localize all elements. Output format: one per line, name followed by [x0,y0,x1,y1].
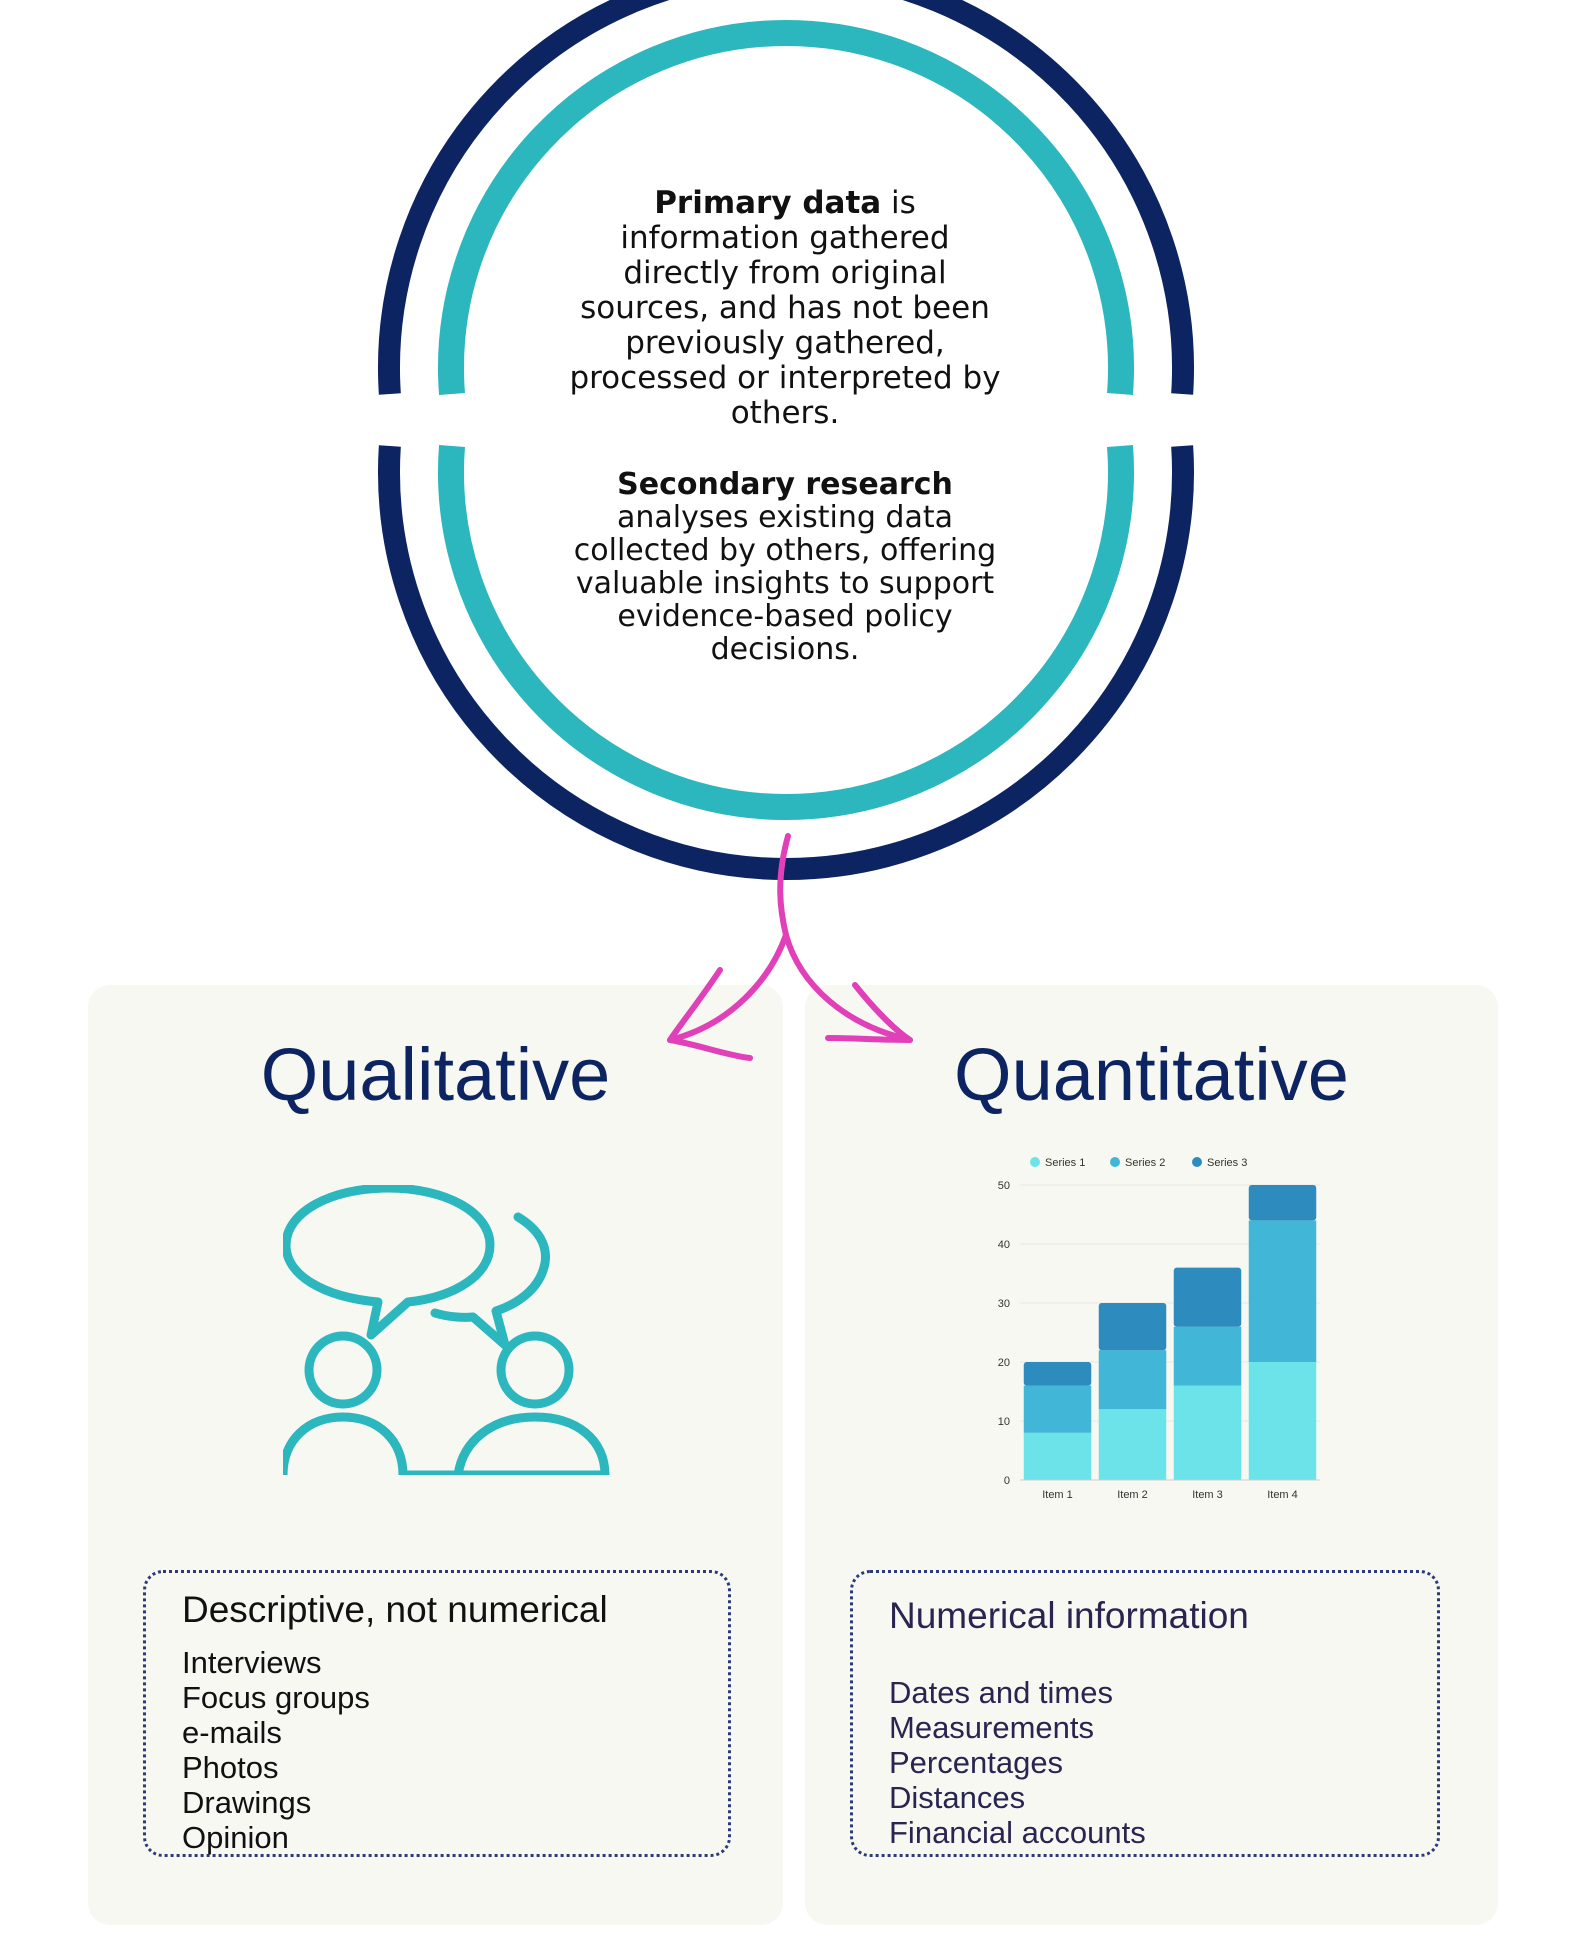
legend-label: Series 2 [1125,1157,1165,1169]
list-item: Measurements [889,1710,1095,1745]
quantitative-box-heading: Numerical information [889,1595,1249,1636]
legend-swatch [1192,1157,1202,1167]
list-item: e-mails [182,1715,282,1750]
list-item: Focus groups [182,1680,370,1715]
x-tick-label: Item 1 [1042,1489,1073,1501]
list-item: Distances [889,1780,1026,1815]
secondary-research-term: Secondary research [617,467,953,502]
quantitative-title: Quantitative [954,1033,1349,1116]
qualitative-examples-list: Interviews Focus groups e-mails Photos D… [182,1645,728,1855]
y-tick-label: 10 [998,1416,1010,1428]
x-tick-label: Item 2 [1117,1489,1148,1501]
bar-segment [1023,1385,1092,1433]
qualitative-info-box: Descriptive, not numerical Interviews Fo… [143,1570,731,1857]
y-tick-label: 40 [998,1239,1010,1251]
legend-label: Series 3 [1207,1157,1247,1169]
list-item: Drawings [182,1785,312,1820]
primary-data-definition: is information gathered directly from or… [569,185,1001,431]
conversation-people-icon [283,1185,610,1475]
list-item: Percentages [889,1745,1064,1780]
y-tick-label: 50 [998,1180,1010,1192]
quantitative-examples-list: Dates and times Measurements Percentages… [889,1675,1437,1850]
legend-swatch [1110,1157,1120,1167]
bar-segment [1098,1350,1167,1410]
y-tick-label: 0 [1004,1475,1010,1487]
quantitative-info-box: Numerical information Dates and times Me… [850,1570,1440,1857]
list-item: Financial accounts [889,1815,1146,1850]
primary-data-description: Primary data is information gathered dir… [560,186,1010,431]
qualitative-panel: Qualitative Descriptive, not numerical I… [88,985,783,1925]
list-item: Dates and times [889,1675,1113,1710]
legend-swatch [1030,1157,1040,1167]
list-item: Opinion [182,1820,289,1855]
qualitative-box-heading: Descriptive, not numerical [182,1589,608,1630]
legend-label: Series 1 [1045,1157,1085,1169]
bar-segment [1248,1220,1317,1362]
inner-ring-bottom-arc [438,445,1134,820]
qualitative-title: Qualitative [260,1033,611,1116]
bar-segment [1023,1432,1092,1480]
list-item: Interviews [182,1645,322,1680]
bar-segment [1023,1362,1092,1386]
bar-segment [1173,1326,1242,1386]
y-tick-label: 30 [998,1298,1010,1310]
inner-ring-top-arc [438,20,1134,395]
bar-segment [1098,1303,1167,1351]
bar-segment [1173,1385,1242,1480]
secondary-research-definition: analyses existing data collected by othe… [573,500,997,667]
x-tick-label: Item 4 [1267,1489,1298,1501]
outer-ring-top-arc [378,0,1194,395]
y-tick-label: 20 [998,1357,1010,1369]
bar-segment [1173,1267,1242,1327]
bar-segment [1248,1185,1317,1221]
list-item: Photos [182,1750,279,1785]
primary-data-term: Primary data [654,185,882,221]
bar-segment [1098,1409,1167,1480]
x-tick-label: Item 3 [1192,1489,1223,1501]
bar-segment [1248,1362,1317,1480]
